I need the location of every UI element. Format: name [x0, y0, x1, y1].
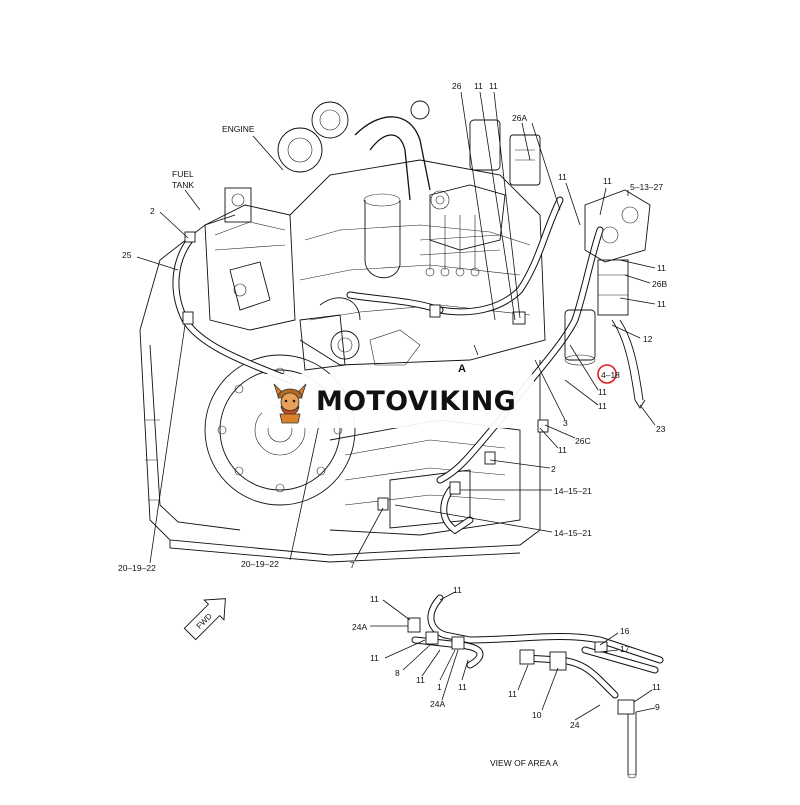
- callout-11: 11: [458, 682, 467, 692]
- viking-mascot-icon: [273, 383, 307, 424]
- callout-7: 7: [350, 560, 355, 570]
- callout-11: 11: [652, 682, 661, 692]
- engine-assembly: [139, 100, 546, 563]
- callout-11: 11: [474, 81, 483, 91]
- label-area-a: A: [458, 363, 466, 375]
- callout-11: 11: [603, 176, 612, 186]
- callout-1: 1: [437, 682, 442, 692]
- callout-26a: 26A: [512, 113, 527, 123]
- callout-4-18: 4–18: [601, 370, 620, 380]
- label-fuel-tank-1: FUEL: [172, 169, 194, 179]
- fwd-arrow: FWD: [183, 598, 226, 641]
- callout-24a: 24A: [430, 699, 445, 709]
- callout-20-19-22: 20–19–22: [241, 559, 279, 569]
- callout-11: 11: [370, 653, 379, 663]
- callout-8: 8: [395, 668, 400, 678]
- callout-11: 11: [416, 675, 425, 685]
- callout-11: 11: [558, 172, 567, 182]
- callout-2: 2: [551, 464, 556, 474]
- callout-25: 25: [122, 250, 132, 260]
- watermark: MOTOVIKING: [262, 374, 534, 428]
- main-labels: ENGINE FUEL TANK A 26 11 11 26A 11 11 5–…: [118, 81, 667, 573]
- callout-11: 11: [489, 81, 498, 91]
- callout-11: 11: [453, 585, 462, 595]
- label-view-of-area-a: VIEW OF AREA A: [490, 758, 558, 768]
- callout-26c: 26C: [575, 436, 591, 446]
- fuel-filter-assembly: [564, 189, 651, 409]
- watermark-text: MOTOVIKING: [316, 385, 517, 417]
- callout-3: 3: [563, 418, 568, 428]
- callout-12: 12: [643, 334, 653, 344]
- label-engine: ENGINE: [222, 124, 255, 134]
- callout-11: 11: [370, 594, 379, 604]
- callout-24: 24: [570, 720, 580, 730]
- callout-9: 9: [655, 702, 660, 712]
- callout-5-13-27: 5–13–27: [630, 182, 663, 192]
- callout-11: 11: [558, 445, 567, 455]
- callout-11: 11: [598, 387, 607, 397]
- callout-10: 10: [532, 710, 542, 720]
- callout-16: 16: [620, 626, 630, 636]
- fwd-label: FWD: [195, 611, 214, 630]
- callout-20-19-22: 20–19–22: [118, 563, 156, 573]
- label-fuel-tank-2: TANK: [172, 180, 194, 190]
- main-leaders: [136, 91, 656, 564]
- callout-2: 2: [150, 206, 155, 216]
- callout-26b: 26B: [652, 279, 667, 289]
- callout-11: 11: [657, 299, 666, 309]
- callout-23: 23: [656, 424, 666, 434]
- callout-26: 26: [452, 81, 462, 91]
- detail-view-area-a: 11 11 24A 11 8 11 1 11 24A 11 10 16 17 1…: [352, 585, 664, 779]
- callout-14-15-21: 14–15–21: [554, 486, 592, 496]
- fuel-hoses-main: [172, 196, 604, 535]
- callout-14-15-21: 14–15–21: [554, 528, 592, 538]
- callout-17: 17: [620, 644, 630, 654]
- callout-11: 11: [657, 263, 666, 273]
- callout-24a: 24A: [352, 622, 367, 632]
- highlight-circle: [597, 364, 617, 384]
- callout-11: 11: [598, 401, 607, 411]
- callout-11: 11: [508, 689, 517, 699]
